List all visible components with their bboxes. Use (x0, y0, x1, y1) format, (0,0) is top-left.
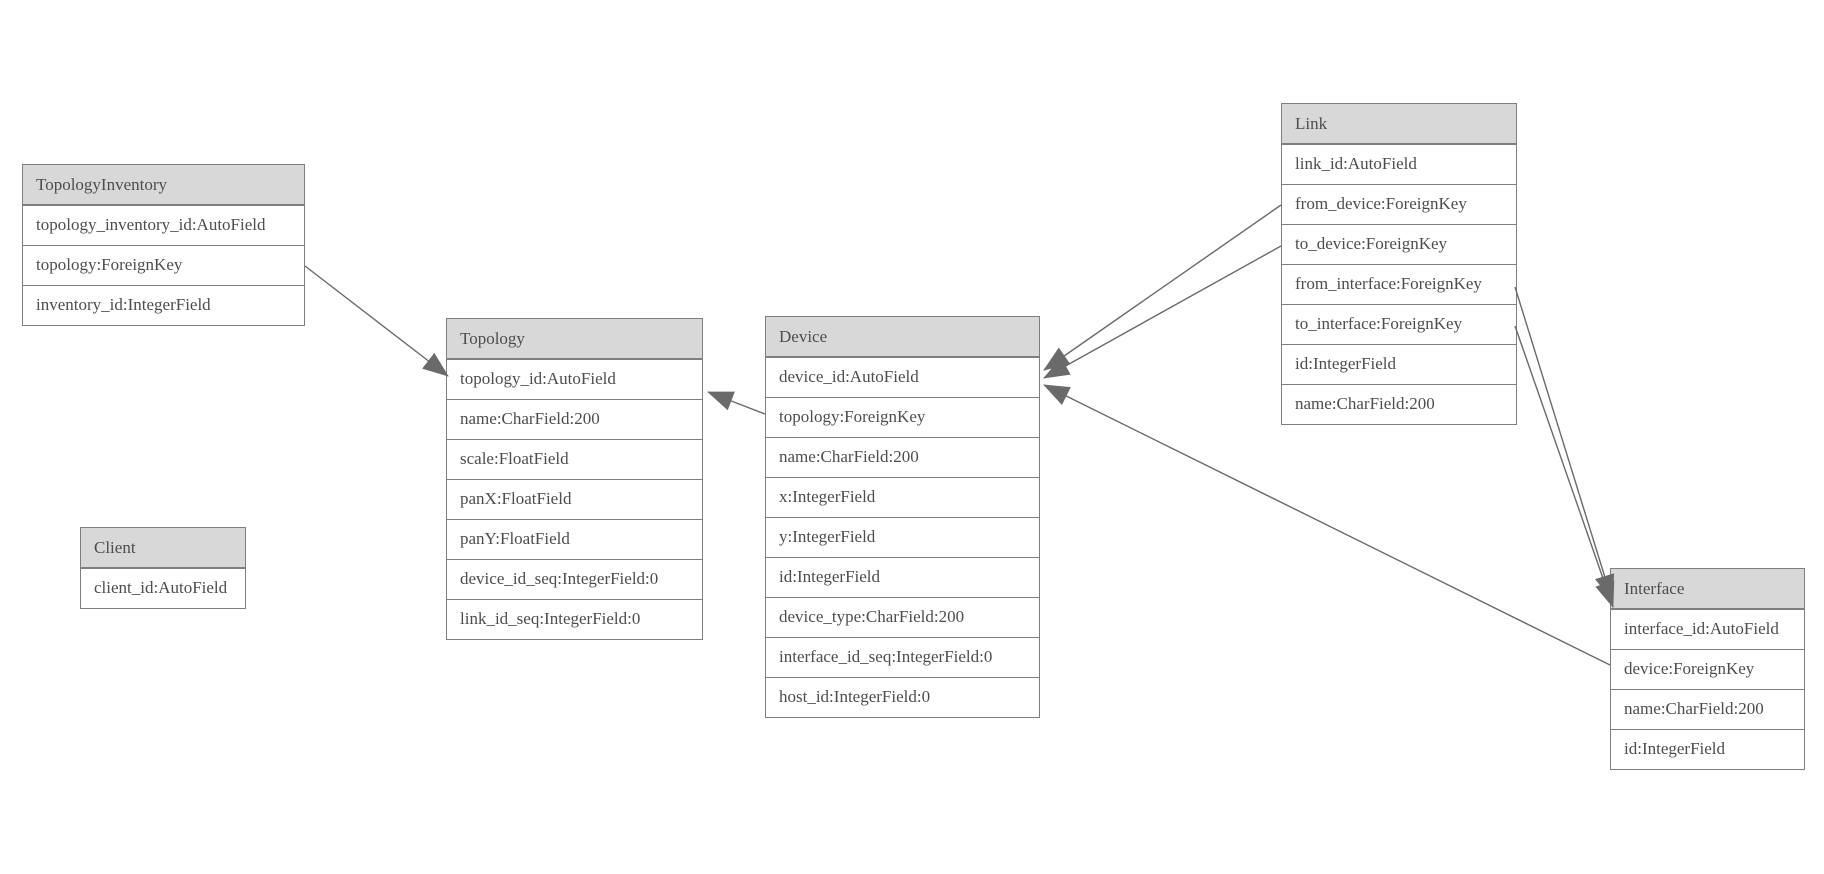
table-title-link: Link (1282, 104, 1516, 144)
field-row-interface-2: name:CharField:200 (1611, 689, 1804, 729)
field-row-topology-inventory-1: topology:ForeignKey (23, 245, 304, 285)
field-row-device-0: device_id:AutoField (766, 357, 1039, 397)
field-row-link-2: to_device:ForeignKey (1282, 224, 1516, 264)
table-title-interface: Interface (1611, 569, 1804, 609)
field-row-link-0: link_id:AutoField (1282, 144, 1516, 184)
field-row-topology-inventory-0: topology_inventory_id:AutoField (23, 205, 304, 245)
field-row-interface-3: id:IntegerField (1611, 729, 1804, 769)
field-row-link-6: name:CharField:200 (1282, 384, 1516, 424)
field-row-topology-0: topology_id:AutoField (447, 359, 702, 399)
table-title-topology-inventory: TopologyInventory (23, 165, 304, 205)
field-row-link-1: from_device:ForeignKey (1282, 184, 1516, 224)
table-title-client: Client (81, 528, 245, 568)
field-row-interface-0: interface_id:AutoField (1611, 609, 1804, 649)
field-row-topology-3: panX:FloatField (447, 479, 702, 519)
field-row-device-8: host_id:IntegerField:0 (766, 677, 1039, 717)
field-row-interface-1: device:ForeignKey (1611, 649, 1804, 689)
field-row-topology-2: scale:FloatField (447, 439, 702, 479)
field-row-link-3: from_interface:ForeignKey (1282, 264, 1516, 304)
field-row-topology-5: device_id_seq:IntegerField:0 (447, 559, 702, 599)
field-row-client-0: client_id:AutoField (81, 568, 245, 608)
field-row-topology-4: panY:FloatField (447, 519, 702, 559)
field-row-device-4: y:IntegerField (766, 517, 1039, 557)
field-row-device-6: device_type:CharField:200 (766, 597, 1039, 637)
field-row-topology-inventory-2: inventory_id:IntegerField (23, 285, 304, 325)
field-row-link-4: to_interface:ForeignKey (1282, 304, 1516, 344)
field-row-topology-1: name:CharField:200 (447, 399, 702, 439)
field-row-topology-6: link_id_seq:IntegerField:0 (447, 599, 702, 639)
field-row-device-5: id:IntegerField (766, 557, 1039, 597)
field-row-device-7: interface_id_seq:IntegerField:0 (766, 637, 1039, 677)
field-row-link-5: id:IntegerField (1282, 344, 1516, 384)
table-title-topology: Topology (447, 319, 702, 359)
table-title-device: Device (766, 317, 1039, 357)
field-row-device-3: x:IntegerField (766, 477, 1039, 517)
field-row-device-2: name:CharField:200 (766, 437, 1039, 477)
field-row-device-1: topology:ForeignKey (766, 397, 1039, 437)
